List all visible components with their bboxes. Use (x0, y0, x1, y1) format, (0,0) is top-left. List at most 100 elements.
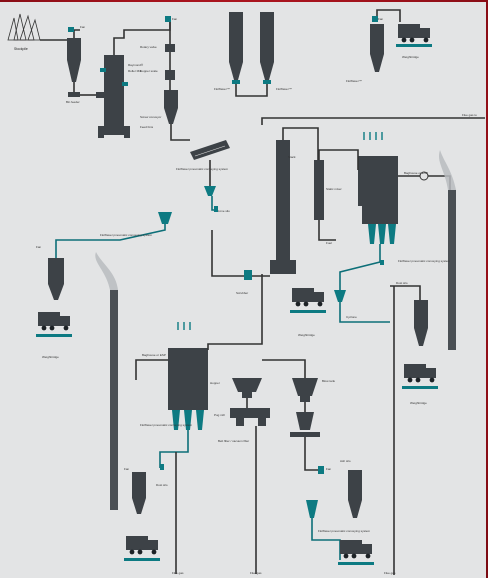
flowaxer-bottom-right-label: FloWaxer pneumatic conveying system (318, 529, 371, 533)
blow-tank-label: Blow tank (322, 379, 336, 383)
scrubber-icon (244, 270, 252, 280)
flowaxer-left-label: FloWaxer pneumatic conveying system (100, 233, 153, 237)
sulphur-mill-label: Stack (288, 155, 296, 159)
valve-marks (160, 206, 384, 470)
header-to-dust-silo (390, 285, 421, 300)
blow-tank-center (204, 186, 216, 196)
ash-silo-label: Ash silo (340, 459, 351, 463)
weighbridge-right-label: Weighbridge (410, 401, 427, 405)
blow-tank-mid (334, 290, 346, 302)
flue-gas-tr-label: Flue gas to (462, 113, 477, 117)
fan-label-mid: Fan (172, 17, 178, 21)
dense-phase-right-label: FloWaxer pneumatic conveying system (398, 259, 451, 263)
mid-teal-line (339, 302, 390, 323)
mixer-column (314, 160, 324, 220)
truck-icon-right (402, 364, 438, 389)
baghouse-left-inlet (207, 274, 263, 350)
fuel-label: Fuel (326, 241, 332, 245)
ash-silo-icon (348, 470, 362, 518)
weighbridge-mid-label: Weighbridge (298, 333, 315, 337)
smoke-left (95, 252, 118, 290)
cyclone-icon (67, 38, 81, 82)
tr-duct (376, 9, 401, 22)
blow-tank-left (158, 212, 172, 224)
fan-bottom-left-label: Fan (124, 467, 130, 471)
hopper-icon (232, 378, 262, 398)
rotary-valve-icon (165, 44, 175, 52)
fan-label: Fan (80, 25, 86, 29)
flue-gas-bottom-1: Flue gas (172, 571, 184, 575)
baghouse-left-to-stack (135, 359, 168, 380)
fan-label-tr: Fan (378, 17, 384, 21)
right-teal-conveyor (339, 244, 381, 290)
screw-conveyor-icon (190, 140, 230, 160)
fan-icon (68, 27, 74, 32)
blow-tank-down (304, 437, 318, 471)
baghouse-right-label: Baghouse or ESP (404, 171, 428, 175)
reactor-top-duct (282, 127, 319, 160)
feed-bins-label: Feed bins (140, 125, 154, 129)
truck-icon-bottom-right (338, 540, 374, 565)
cyclone-mid-icon (164, 90, 178, 124)
feed-bin-right (260, 12, 274, 84)
bottom-left-teal (159, 430, 189, 468)
baghouse-left-label: Baghouse or ESP (142, 353, 166, 357)
stockpile-icon (7, 13, 41, 41)
truck-icon-bottom-left (124, 536, 160, 561)
fan-bottom-right-icon (318, 466, 324, 474)
stack-left (110, 290, 118, 510)
hopper-scale-icon (165, 70, 175, 80)
flue-gas-bottom-2: Flue gas (250, 571, 262, 575)
blow-tank-bottom-right (306, 500, 318, 518)
hopper-label: Hopper (210, 381, 220, 385)
screw-conveyor-label: Screw conveyor (140, 115, 161, 119)
lime-silo-label: Lime silo (218, 209, 230, 213)
truck-icon-left (36, 312, 72, 337)
mill-label-2: Roller Mill (128, 69, 142, 73)
bin-feeder-label: Bin feeder (66, 100, 80, 104)
pug-mill-label: Pug mill (214, 413, 225, 417)
baghouse-right-icon (358, 132, 398, 244)
smoke-right (438, 150, 456, 190)
feed-bin-left-label: FloWaxer™ (214, 87, 230, 91)
mid-duct-4 (170, 124, 190, 141)
dust-silo-left (48, 258, 64, 300)
roller-mill-icon (96, 55, 130, 138)
mill-label: Raymond® (128, 63, 144, 67)
rotary-valve-label: Rotary valve (140, 45, 157, 49)
flowaxer-left-bottom-label: FloWaxer pneumatic conveying system (140, 423, 193, 427)
baghouse-inlet (318, 149, 359, 170)
fan-left-label: Fan (36, 245, 42, 249)
dust-silo-bottom-left (132, 472, 146, 514)
scrubber-label: Scrubber (236, 291, 248, 295)
bin-connector (235, 84, 268, 97)
fan-icon-tr (372, 16, 378, 22)
feed-bin-right-label: FloWaxer™ (276, 87, 292, 91)
fan-icon-mid (165, 16, 171, 22)
weighbridge-left-label: Weighbridge (42, 355, 59, 359)
stack-right (448, 190, 456, 350)
dense-phase-top-label: FloWaxer pneumatic conveying system (176, 167, 229, 171)
belt-filter-label: Belt filter / vacuum filter (218, 439, 249, 443)
pug-mill-icon (230, 408, 270, 426)
dust-silo-right (414, 300, 428, 346)
dust-silo-bottom-left-label: Dust silo (156, 483, 168, 487)
static-mixer-label: Static mixer (326, 187, 342, 191)
reactor-column (270, 140, 296, 274)
baghouse-left-icon (168, 322, 208, 430)
blow-tank-icon (290, 378, 320, 437)
fan-bottom-right-label: Fan (326, 467, 332, 471)
stockpile-label: Stockpile (14, 47, 28, 51)
truck-icon-mid (290, 288, 326, 313)
truck-icon-tr (396, 24, 432, 47)
dust-silo-label: Dust silo (396, 281, 408, 285)
flue-gas-bottom-3: Flue gas (384, 571, 396, 575)
header-to-blow-tank (262, 359, 306, 378)
cyclone-label: Cyclone (346, 315, 357, 319)
mixer-link (318, 220, 336, 241)
flue-gas-header (261, 117, 485, 125)
bin-feeder-icon (68, 92, 80, 97)
weighbridge-top-label: Weighbridge (402, 55, 419, 59)
